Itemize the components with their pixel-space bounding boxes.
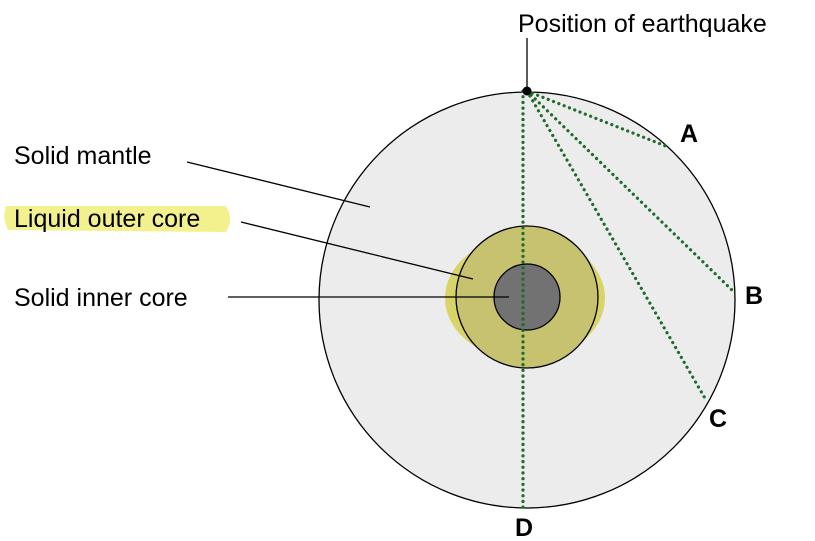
earthquake-point	[522, 86, 532, 96]
earthquake-label: Position of earthquake	[518, 10, 767, 38]
ray-to-c	[525, 89, 708, 402]
point-c-label: C	[709, 405, 727, 433]
ray-to-a	[525, 89, 670, 149]
point-d-label: D	[515, 514, 533, 541]
outer-core-leader	[240, 221, 474, 280]
outer-core-label: Liquid outer core	[14, 205, 200, 233]
outer-core-label-highlight	[4, 206, 231, 232]
inner-core-label: Solid inner core	[14, 284, 188, 312]
mantle-label: Solid mantle	[14, 142, 152, 170]
ray-to-b	[525, 89, 736, 294]
point-a-label: A	[680, 120, 698, 148]
point-b-label: B	[745, 282, 763, 310]
mantle-leader	[186, 161, 371, 208]
